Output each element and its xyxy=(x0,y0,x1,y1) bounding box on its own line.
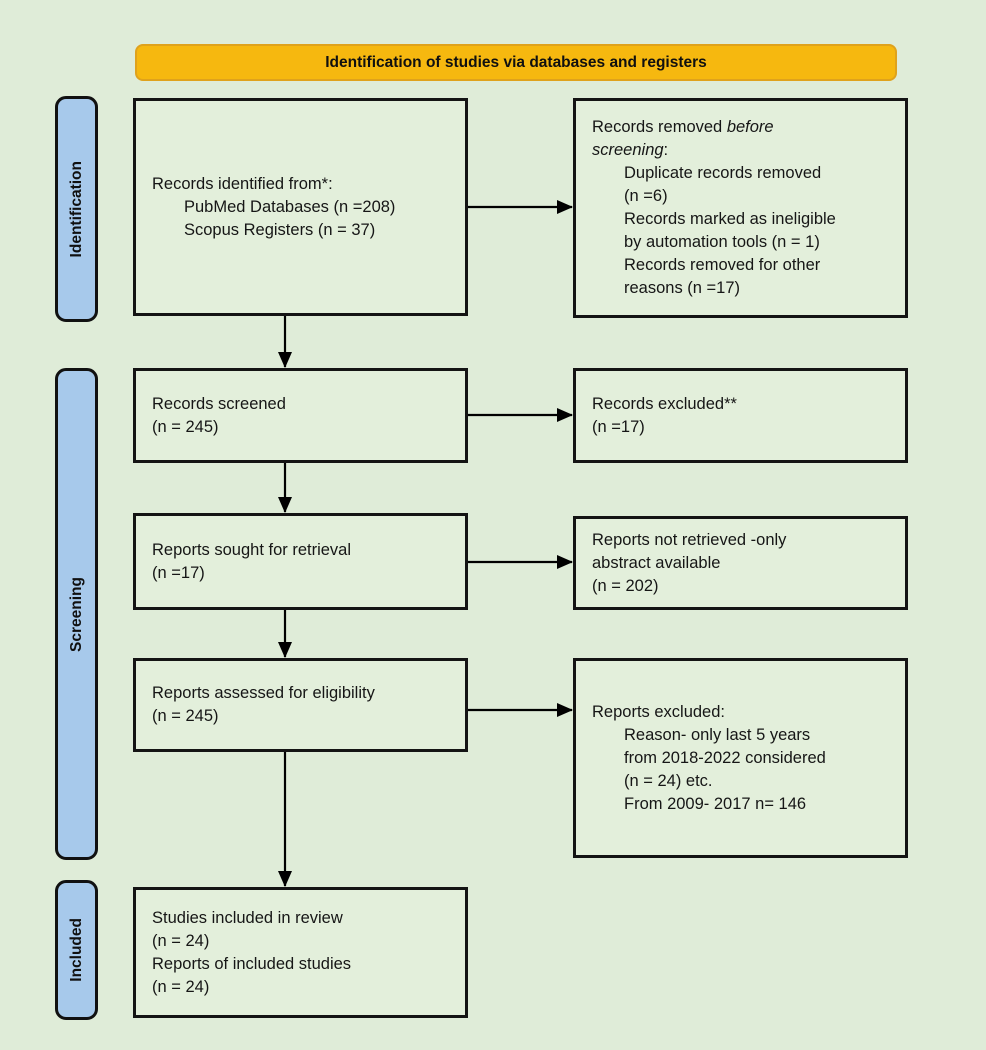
box-text-line: Records screened xyxy=(152,394,286,413)
stage-label-included: Included xyxy=(55,880,98,1020)
box-text-line: Records marked as ineligible xyxy=(624,210,836,228)
stage-label-text: Included xyxy=(67,918,85,982)
diagram-title-banner: Identification of studies via databases … xyxy=(135,44,897,81)
box-text-line: Duplicate records removed xyxy=(624,164,822,182)
box-text-line: Reports excluded: xyxy=(592,702,725,721)
box-reports-not-retrieved: Reports not retrieved -only abstract avai… xyxy=(573,516,908,610)
box-text-line: (n = 24) xyxy=(152,931,210,950)
box-text-line: screening: xyxy=(592,141,669,159)
stage-label-text: Identification xyxy=(67,160,85,258)
stage-label-screening: Screening xyxy=(55,368,98,860)
box-text-line: (n = 245) xyxy=(152,707,219,725)
stage-label-identification: Identification xyxy=(55,96,98,322)
box-text-line: From 2009- 2017 n= 146 xyxy=(624,794,807,813)
stage-label-text: Screening xyxy=(67,576,85,652)
box-text-line: Records removed for other xyxy=(624,256,821,274)
box-text-line: Scopus Registers (n = 37) xyxy=(184,220,376,239)
box-records-identified: Records identified from*: PubMed Database… xyxy=(133,98,468,316)
box-text-line: Reason- only last 5 years xyxy=(624,725,811,744)
box-text-line: Reports sought for retrieval xyxy=(152,540,352,559)
box-text-line: (n = 24) etc. xyxy=(624,771,713,790)
box-records-excluded: Records excluded** (n =17) xyxy=(573,368,908,463)
box-reports-excluded: Reports excluded: Reason- only last 5 yea… xyxy=(573,658,908,858)
box-studies-included-in-review: Studies included in review (n = 24) Report… xyxy=(133,887,468,1018)
box-text-line: (n = 24) xyxy=(152,977,210,996)
box-text-line: by automation tools (n = 1) xyxy=(624,233,820,251)
box-reports-sought-for-retrieval: Reports sought for retrieval (n =17) xyxy=(133,513,468,610)
box-text-line: Reports assessed for eligibility xyxy=(152,684,375,702)
box-text-line: Records identified from*: xyxy=(152,174,333,193)
box-text-line: Reports of included studies xyxy=(152,954,352,973)
box-records-removed-before-screening: Records removed before screening: Duplicat… xyxy=(573,98,908,318)
box-text-line: Records excluded** xyxy=(592,394,737,413)
box-text-line: (n =6) xyxy=(624,187,668,205)
box-text-line: (n =17) xyxy=(152,563,205,582)
box-text-line: (n = 202) xyxy=(592,576,659,595)
box-text-line: (n =17) xyxy=(592,417,645,436)
box-text-line: Studies included in review xyxy=(152,908,343,927)
box-text-line: (n = 245) xyxy=(152,417,219,436)
box-text-line: abstract available xyxy=(592,553,721,572)
box-text-line: Reports not retrieved -only xyxy=(592,530,787,549)
box-text-line: from 2018-2022 considered xyxy=(624,748,826,767)
box-text-line: PubMed Databases (n =208) xyxy=(184,197,396,216)
box-reports-assessed-for-eligibility: Reports assessed for eligibility (n = 245… xyxy=(133,658,468,752)
box-text-line: reasons (n =17) xyxy=(624,279,741,297)
box-text-line: Records removed before xyxy=(592,118,774,136)
box-records-screened: Records screened (n = 245) xyxy=(133,368,468,463)
